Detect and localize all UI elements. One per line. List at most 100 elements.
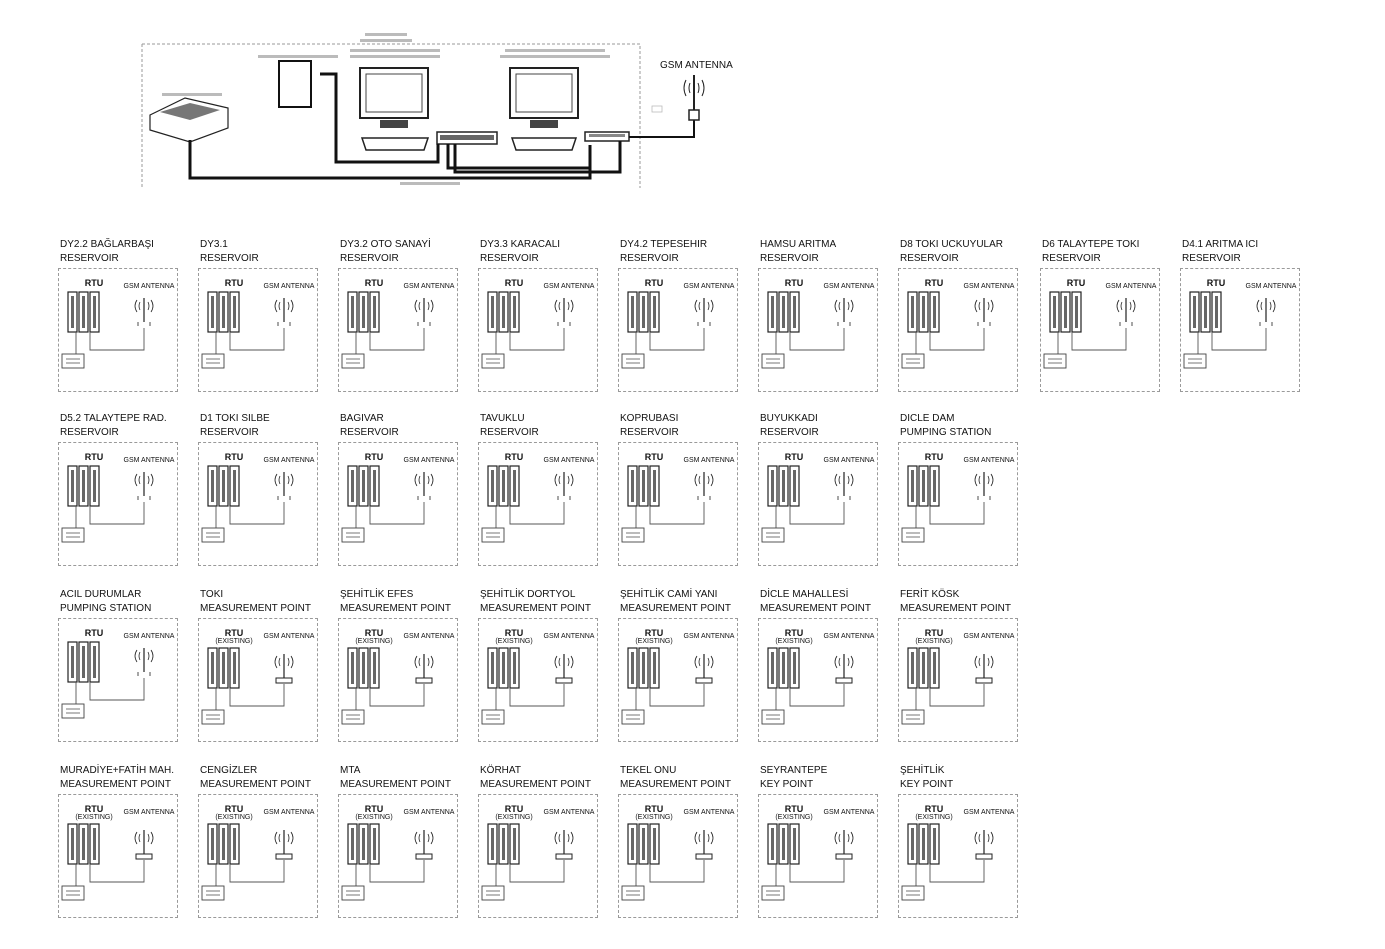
rtu-existing-label: (EXISTING) xyxy=(215,814,253,821)
station-boundary xyxy=(198,794,318,918)
rtu-wiring-symbol xyxy=(201,291,294,369)
station-name: D8 TOKI UCKUYULAR xyxy=(900,239,1003,250)
station-boundary xyxy=(478,268,598,392)
station-boundary xyxy=(898,794,1018,918)
rtu-label: RTU xyxy=(784,804,804,814)
station-type: MEASUREMENT POINT xyxy=(200,779,311,790)
rtu-label: RTU xyxy=(224,804,244,814)
station-name: HAMSU ARITMA xyxy=(760,239,837,250)
station-type: MEASUREMENT POINT xyxy=(620,779,731,790)
rtu-label: RTU xyxy=(84,804,104,814)
station-boundary xyxy=(898,442,1018,566)
gsm-antenna-label: GSM ANTENNA xyxy=(263,633,315,640)
gsm-antenna-label: GSM ANTENNA xyxy=(823,809,875,816)
gsm-antenna-label: GSM ANTENNA xyxy=(1105,283,1157,290)
rtu-wiring-symbol xyxy=(201,823,294,901)
station-type: MEASUREMENT POINT xyxy=(620,603,731,614)
station-type: MEASUREMENT POINT xyxy=(200,603,311,614)
operator-monitor-icon xyxy=(509,67,579,151)
station-type: RESERVOIR xyxy=(1042,253,1101,264)
gsm-antenna-label: GSM ANTENNA xyxy=(543,809,595,816)
station-name: D4.1 ARITMA ICI xyxy=(1182,239,1259,250)
rtu-wiring-symbol xyxy=(901,823,994,901)
station-boundary xyxy=(618,618,738,742)
rtu-existing-label: (EXISTING) xyxy=(915,814,953,821)
station-title: D1 TOKI SILBE RESERVOIR xyxy=(200,412,340,440)
station-name: DICLE DAM xyxy=(900,413,955,424)
station-type: RESERVOIR xyxy=(340,253,399,264)
rtu-label: RTU xyxy=(224,452,244,462)
rtu-existing-label: (EXISTING) xyxy=(355,638,393,645)
station-type: RESERVOIR xyxy=(200,253,259,264)
rtu-wiring-symbol xyxy=(61,823,154,901)
gsm-antenna-label: GSM ANTENNA xyxy=(543,457,595,464)
station-boundary xyxy=(1180,268,1300,392)
rtu-wiring-symbol xyxy=(621,465,714,543)
rtu-label: RTU xyxy=(644,804,664,814)
gsm-antenna-label: GSM ANTENNA xyxy=(683,457,735,464)
station-boundary xyxy=(478,442,598,566)
station-name: ŞEHİTLİK EFES xyxy=(340,589,414,600)
rtu-existing-label: (EXISTING) xyxy=(495,814,533,821)
station-title: MURADİYE+FATİH MAH.MEASUREMENT POINT xyxy=(60,764,200,792)
rtu-wiring-symbol xyxy=(61,465,154,543)
gsm-antenna-label: GSM ANTENNA xyxy=(123,809,175,816)
rtu-existing-label: (EXISTING) xyxy=(495,638,533,645)
station-boundary xyxy=(478,618,598,742)
station-type: PUMPING STATION xyxy=(60,603,152,614)
station-type: MEASUREMENT POINT xyxy=(340,779,451,790)
station-type: RESERVOIR xyxy=(480,253,539,264)
rtu-wiring-symbol xyxy=(621,291,714,369)
station-type: KEY POINT xyxy=(900,779,954,790)
gsm-antenna-label: GSM ANTENNA xyxy=(963,457,1015,464)
station-type: RESERVOIR xyxy=(200,427,259,438)
station-type: MEASUREMENT POINT xyxy=(340,603,451,614)
station-boundary xyxy=(338,794,458,918)
station-boundary xyxy=(338,268,458,392)
station-boundary xyxy=(338,618,458,742)
station-boundary xyxy=(618,442,738,566)
station-boundary xyxy=(898,618,1018,742)
rtu-wiring-symbol xyxy=(481,823,574,901)
control-center-diagram: GSM ANTENNA xyxy=(0,0,760,200)
gsm-antenna-label: GSM ANTENNA xyxy=(403,457,455,464)
rtu-existing-label: (EXISTING) xyxy=(215,638,253,645)
station-boundary xyxy=(618,268,738,392)
station-type: MEASUREMENT POINT xyxy=(480,779,591,790)
station-name: D1 TOKI SILBE xyxy=(200,413,270,424)
station-name: DY3.3 KARACALI xyxy=(480,239,561,250)
rtu-existing-label: (EXISTING) xyxy=(355,814,393,821)
station-name: TAVUKLU xyxy=(480,413,525,424)
rtu-label: RTU xyxy=(784,452,804,462)
gsm-antenna-label: GSM ANTENNA xyxy=(683,283,735,290)
rtu-existing-label: (EXISTING) xyxy=(635,638,673,645)
rtu-wiring-symbol xyxy=(481,647,574,725)
rtu-label: RTU xyxy=(644,278,664,288)
rtu-label: RTU xyxy=(84,278,104,288)
laser-printer-icon xyxy=(149,93,229,143)
